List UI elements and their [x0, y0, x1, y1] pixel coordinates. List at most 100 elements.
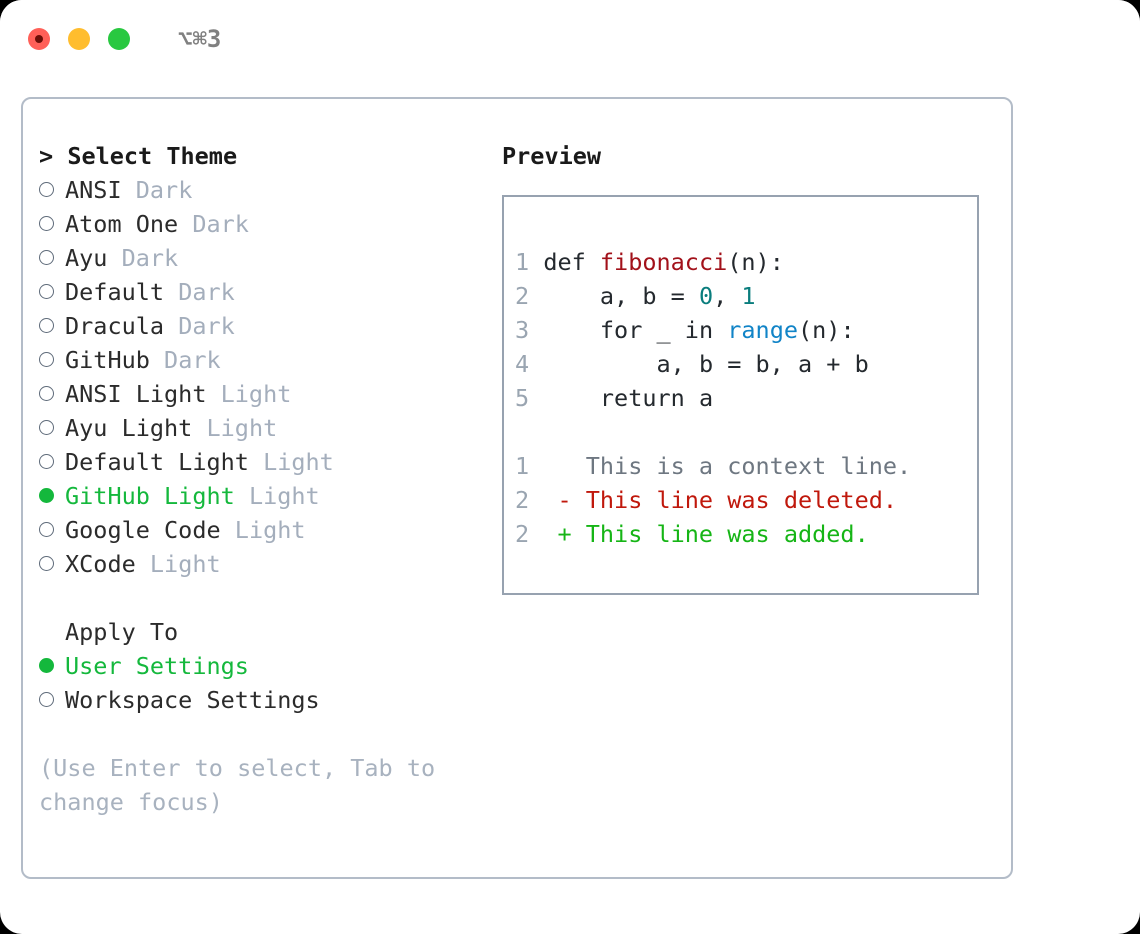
- diff-line-text: - This line was deleted.: [529, 486, 898, 514]
- preview-pane: Preview 1 def fibonacci(n):2 a, b = 0, 1…: [502, 139, 992, 595]
- code-line: 4 a, b = b, a + b: [515, 347, 911, 381]
- theme-option-name: ANSI Light: [65, 380, 207, 408]
- radio-unselected-icon: [39, 513, 65, 547]
- theme-option-google-code[interactable]: Google Code Light: [39, 513, 489, 547]
- code-token-num: 0: [698, 282, 714, 310]
- theme-option-variant: Dark: [135, 176, 193, 204]
- diff-line-number: 1: [515, 452, 530, 480]
- code-line-number: 2: [515, 282, 530, 310]
- diff-line-text: This is a context line.: [529, 452, 912, 480]
- code-diff-separator: [515, 415, 911, 449]
- theme-option-name: GitHub Light: [65, 482, 235, 510]
- radio-unselected-icon: [39, 309, 65, 343]
- radio-unselected-icon: [39, 547, 65, 581]
- theme-option-xcode[interactable]: XCode Light: [39, 547, 489, 581]
- theme-option-variant: Dark: [164, 346, 221, 374]
- code-token-plain: (n):: [727, 248, 784, 276]
- code-line-number: 5: [515, 384, 530, 412]
- code-token-plain: return a: [543, 384, 714, 412]
- theme-option-name: Dracula: [65, 312, 165, 340]
- diff-line-number: 2: [515, 520, 530, 548]
- apply-to-option-name: User Settings: [65, 652, 249, 680]
- section-spacer: [39, 581, 489, 615]
- radio-unselected-icon: [39, 343, 65, 377]
- theme-option-atom-one[interactable]: Atom One Dark: [39, 207, 489, 241]
- radio-unselected-icon: [39, 173, 65, 207]
- theme-option-variant: Light: [149, 550, 221, 578]
- theme-option-name: Atom One: [65, 210, 179, 238]
- code-token-plain: ,: [713, 282, 742, 310]
- theme-option-ayu[interactable]: Ayu Dark: [39, 241, 489, 275]
- code-line-number: 1: [515, 248, 530, 276]
- code-line: 5 return a: [515, 381, 911, 415]
- theme-option-name: Google Code: [65, 516, 221, 544]
- theme-option-ansi[interactable]: ANSI Dark: [39, 173, 489, 207]
- diff-line-add: 2 + This line was added.: [515, 517, 911, 551]
- page-title-text: Select Theme: [67, 142, 238, 170]
- theme-option-name: Default Light: [65, 448, 249, 476]
- page-title: > Select Theme: [39, 139, 489, 173]
- theme-option-variant: Dark: [178, 278, 235, 306]
- diff-line-del: 2 - This line was deleted.: [515, 483, 911, 517]
- theme-option-variant: Dark: [178, 312, 235, 340]
- theme-option-variant: Dark: [192, 210, 249, 238]
- theme-option-variant: Dark: [121, 244, 179, 272]
- code-token-plain: for _ in: [543, 316, 728, 344]
- radio-selected-icon: [39, 649, 65, 683]
- close-traffic-light-button[interactable]: [28, 28, 50, 50]
- radio-unselected-icon: [39, 377, 65, 411]
- theme-option-name: XCode: [65, 550, 136, 578]
- hint-spacer: [39, 717, 489, 751]
- code-line-number: 4: [515, 350, 530, 378]
- code-token-num: 1: [741, 282, 756, 310]
- apply-to-label: Apply To: [65, 618, 179, 646]
- code-line: 2 a, b = 0, 1: [515, 279, 911, 313]
- code-line: 3 for _ in range(n):: [515, 313, 911, 347]
- theme-option-default-light[interactable]: Default Light Light: [39, 445, 489, 479]
- diff-line-ctx: 1 This is a context line.: [515, 449, 911, 483]
- theme-option-name: Ayu: [65, 244, 108, 272]
- preview-title: Preview: [502, 142, 602, 170]
- radio-unselected-icon: [39, 207, 65, 241]
- radio-unselected-icon: [39, 445, 65, 479]
- theme-option-default[interactable]: Default Dark: [39, 275, 489, 309]
- theme-option-name: GitHub: [65, 346, 150, 374]
- code-token-func: fibonacci: [599, 248, 728, 276]
- theme-option-ansi-light[interactable]: ANSI Light Light: [39, 377, 489, 411]
- zoom-traffic-light-button[interactable]: [108, 28, 130, 50]
- apply-to-option-workspace-settings[interactable]: Workspace Settings: [39, 683, 489, 717]
- theme-option-github[interactable]: GitHub Dark: [39, 343, 489, 377]
- radio-unselected-icon: [39, 411, 65, 445]
- theme-option-name: ANSI: [65, 176, 122, 204]
- theme-option-name: Default: [65, 278, 165, 306]
- code-token-plain: a, b = b, a + b: [543, 350, 869, 378]
- theme-option-github-light[interactable]: GitHub Light Light: [39, 479, 489, 513]
- minimize-traffic-light-button[interactable]: [68, 28, 90, 50]
- prompt-caret: >: [39, 142, 54, 170]
- theme-option-variant: Light: [248, 482, 320, 510]
- theme-option-dracula[interactable]: Dracula Dark: [39, 309, 489, 343]
- apply-to-option-user-settings[interactable]: User Settings: [39, 649, 489, 683]
- theme-option-ayu-light[interactable]: Ayu Light Light: [39, 411, 489, 445]
- code-line-number: 3: [515, 316, 530, 344]
- code-line: 1 def fibonacci(n):: [515, 245, 911, 279]
- radio-unselected-icon: [39, 241, 65, 275]
- code-token-plain: (n):: [798, 316, 855, 344]
- theme-option-variant: Light: [263, 448, 334, 476]
- diff-line-text: + This line was added.: [529, 520, 869, 548]
- code-token-plain: def: [543, 248, 600, 276]
- keyboard-shortcut-label: ⌥⌘3: [178, 25, 222, 53]
- radio-unselected-icon: [39, 275, 65, 309]
- radio-selected-icon: [39, 479, 65, 513]
- theme-option-variant: Light: [220, 380, 292, 408]
- radio-unselected-icon: [39, 683, 65, 717]
- code-token-plain: a, b =: [543, 282, 699, 310]
- theme-option-variant: Light: [206, 414, 278, 442]
